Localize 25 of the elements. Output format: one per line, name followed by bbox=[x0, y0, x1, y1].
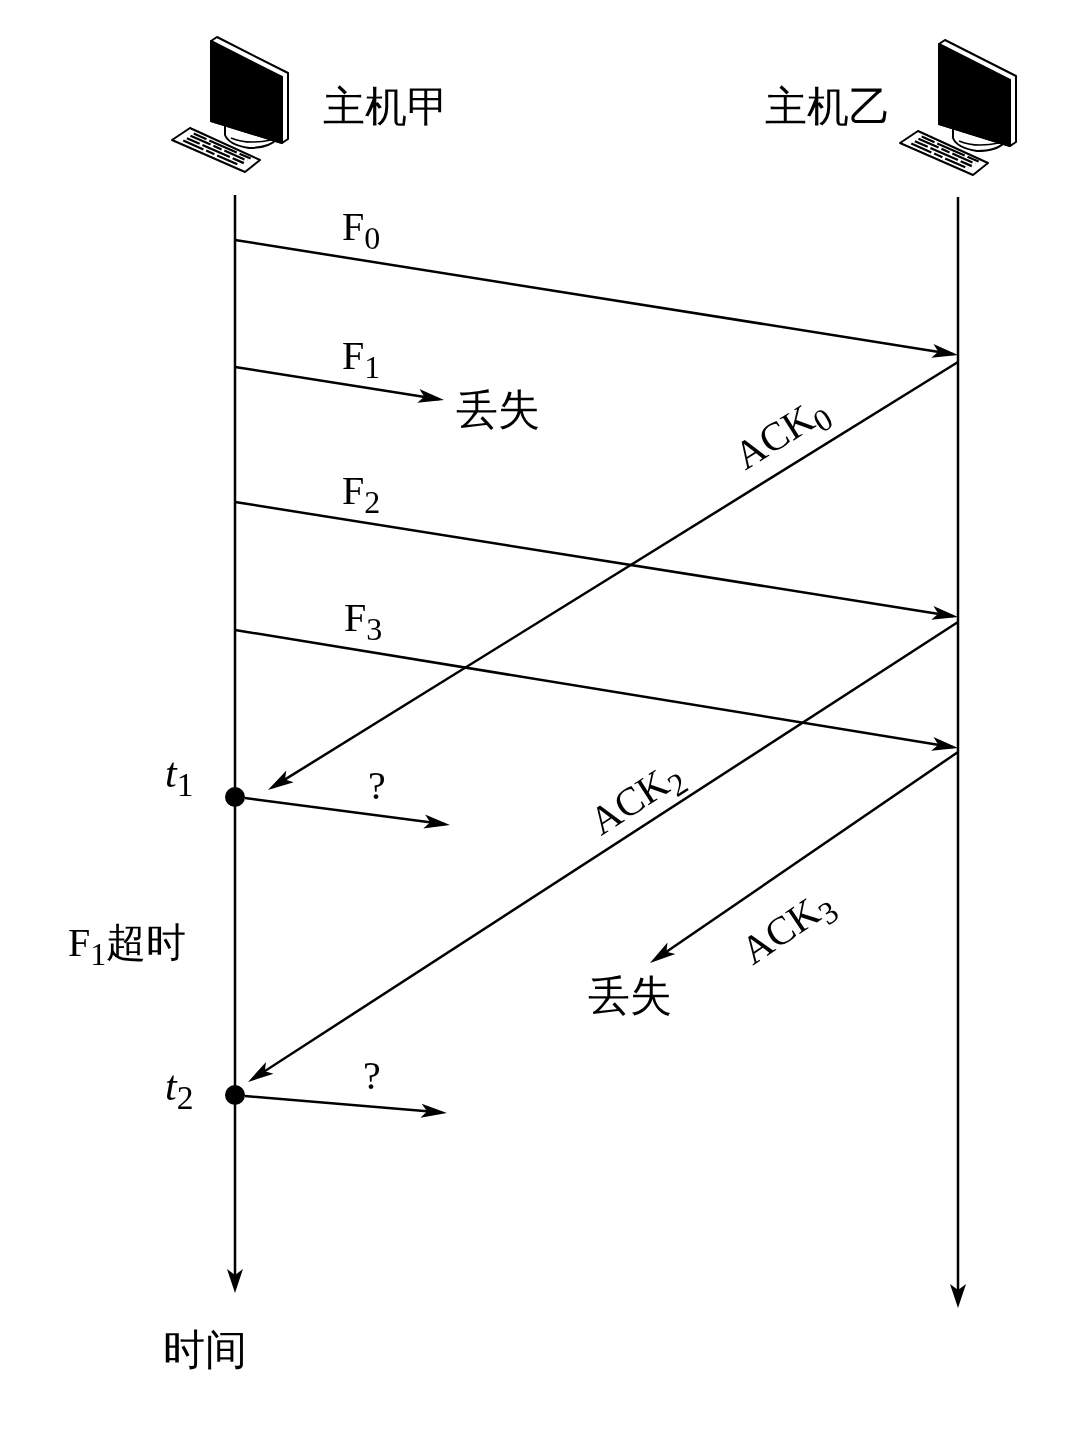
arrow bbox=[234, 628, 959, 751]
host-label: 主机甲 bbox=[323, 86, 449, 128]
time-label: t$_{2}$ bbox=[165, 1065, 194, 1107]
arrow bbox=[244, 796, 450, 829]
host-label: 主机乙 bbox=[765, 86, 891, 128]
arrow bbox=[234, 500, 959, 620]
edge-label: F$_{3}$ bbox=[343, 598, 383, 638]
edge-label: ? bbox=[363, 1056, 381, 1096]
edge-label: ? bbox=[368, 766, 386, 806]
lifeline-arrow bbox=[949, 197, 967, 1308]
edge-label: F$_{2}$ bbox=[341, 471, 381, 511]
time-label: t$_{1}$ bbox=[165, 752, 194, 794]
arrow bbox=[267, 360, 959, 791]
arrow bbox=[248, 620, 959, 1082]
loss-label: 丢失 bbox=[588, 975, 672, 1017]
edge-label: F$_{1}$ bbox=[341, 336, 381, 376]
loss-label: 丢失 bbox=[456, 389, 540, 431]
arrow bbox=[234, 365, 445, 403]
arrow bbox=[234, 238, 959, 358]
axis-label: 时间 bbox=[163, 1329, 247, 1371]
arrow bbox=[244, 1094, 447, 1118]
edge-label: F$_{0}$ bbox=[341, 207, 381, 247]
note-label: F$_{1}$超时 bbox=[68, 923, 187, 963]
arrow bbox=[650, 750, 959, 964]
lifeline-arrow bbox=[226, 195, 244, 1293]
